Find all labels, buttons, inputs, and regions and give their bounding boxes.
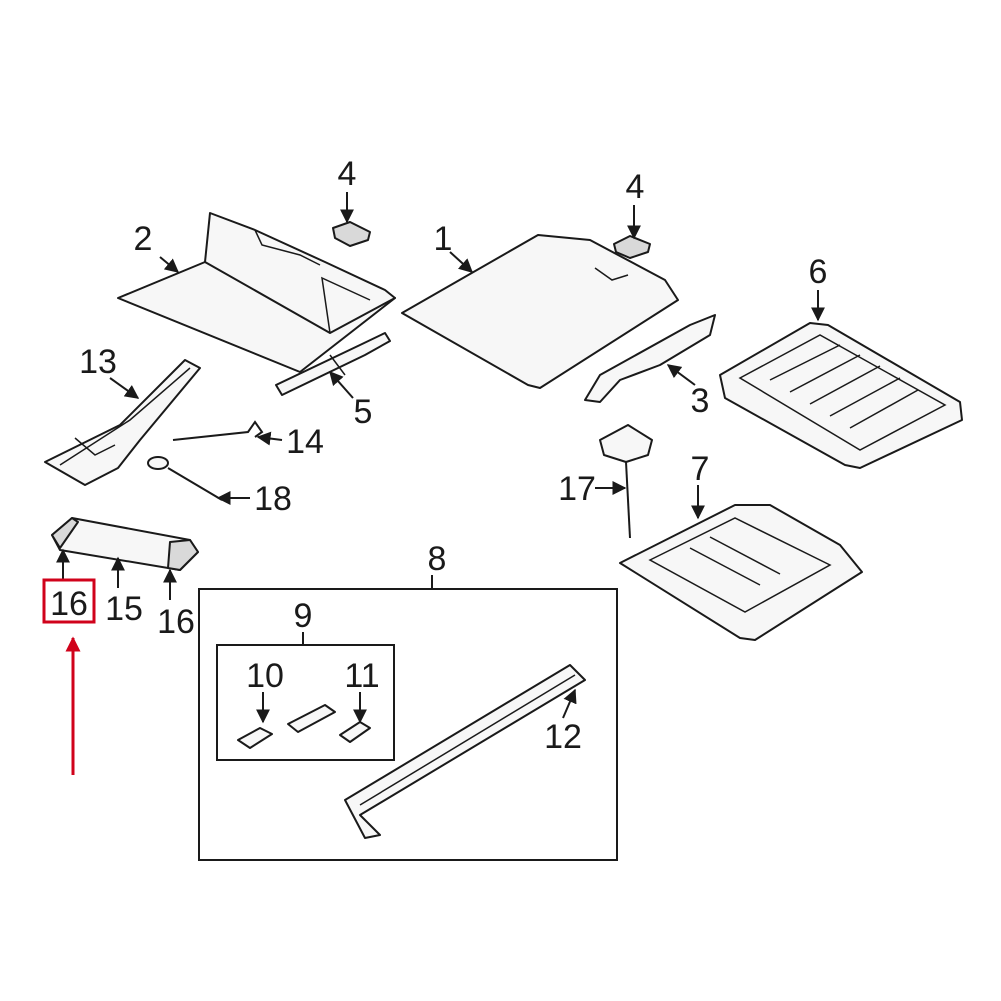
callout-6: 6 [809, 253, 828, 291]
part-10-clip [237, 727, 273, 749]
callout-7: 7 [691, 450, 710, 488]
callout-17: 17 [558, 470, 596, 508]
callout-16: 16 [157, 603, 195, 641]
callout-3: 3 [691, 382, 710, 420]
part-7-underfloor-tray [619, 504, 863, 641]
part-12-rail [344, 664, 586, 839]
callout-11: 11 [344, 657, 379, 695]
callout-5: 5 [354, 393, 373, 431]
part-17-wheel-hold-down-bolt [599, 424, 653, 539]
assembly-8-frame [198, 588, 618, 861]
part-3-side-trim [584, 314, 716, 403]
callout-4-right: 4 [626, 168, 645, 206]
callout-16-highlighted: 16 [50, 585, 88, 623]
callout-13: 13 [79, 343, 117, 381]
callout-15: 15 [105, 590, 143, 628]
part-4-clip-left [332, 221, 371, 247]
part-13-jack [44, 359, 201, 486]
part-11-clip [339, 721, 371, 743]
callout-8: 8 [428, 540, 447, 578]
callout-9: 9 [294, 597, 313, 635]
part-1-trunk-floor-board [401, 234, 679, 389]
assembly-9-frame [216, 644, 395, 761]
part-14-jack-handle [172, 420, 264, 441]
callout-1: 1 [434, 220, 453, 258]
callout-14: 14 [286, 423, 324, 461]
callout-2: 2 [134, 220, 153, 258]
part-15-tool-kit-tray [51, 517, 199, 571]
part-9-bar [287, 704, 336, 733]
highlight-box [42, 578, 96, 624]
callout-10: 10 [246, 657, 284, 695]
callout-12: 12 [544, 718, 582, 756]
leader-lines [56, 192, 825, 724]
part-2-cargo-floor-panel [117, 212, 396, 373]
part-6-storage-tray [719, 322, 963, 469]
callout-4-left: 4 [338, 155, 357, 193]
callout-18: 18 [254, 480, 292, 518]
part-18-tow-eye [147, 456, 223, 501]
